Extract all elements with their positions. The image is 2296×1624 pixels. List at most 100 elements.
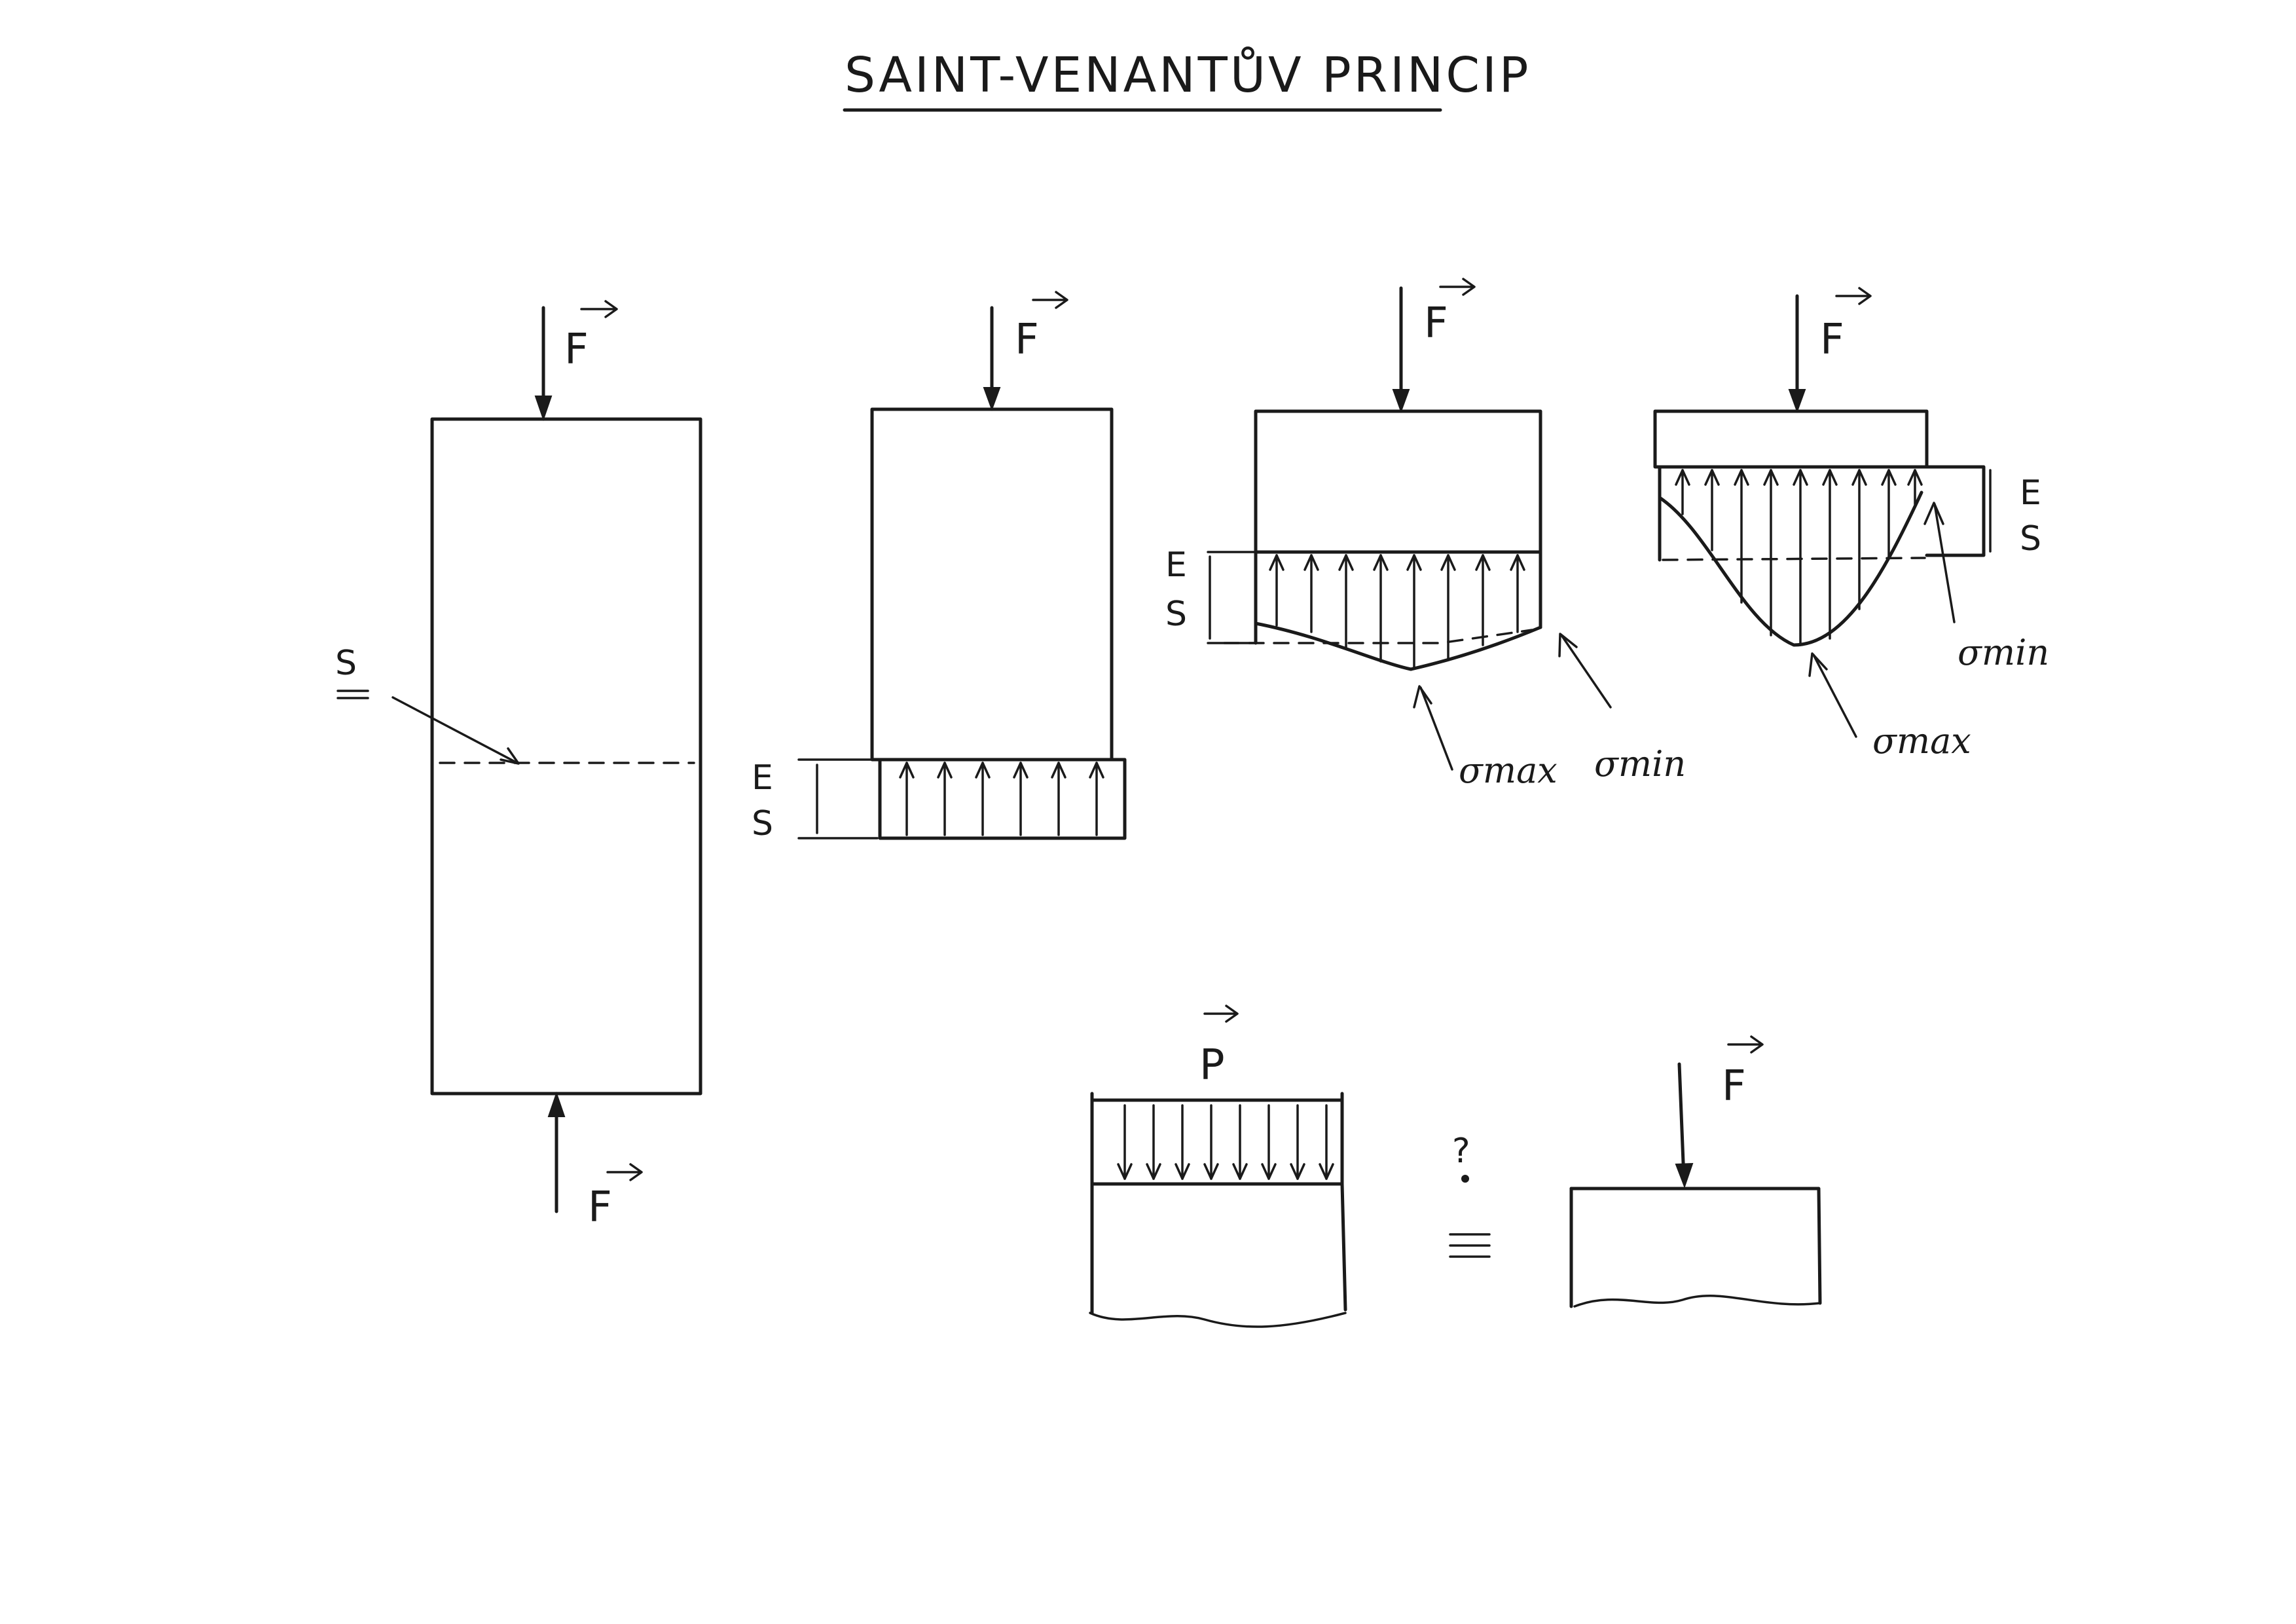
es-label-top: E: [1165, 545, 1187, 585]
section-leader: [392, 696, 519, 764]
stress-curve-gradient: [1254, 621, 1542, 671]
section-label-underline: [337, 690, 369, 699]
question-dot: [1461, 1175, 1469, 1183]
stress-arrow-head: [1051, 762, 1066, 779]
sigma-max-leader-head: [1413, 685, 1432, 709]
sigma-max-leader: [1812, 654, 1857, 738]
es-ticks: [797, 758, 879, 840]
pressure-arrow-head: [1203, 1163, 1219, 1180]
force-label: F: [1722, 1062, 1746, 1111]
force-arrow-icon: [1392, 389, 1410, 413]
upper-part-outline: [870, 407, 1114, 762]
figure-pressure: P: [1089, 1005, 1347, 1328]
stress-arrow-head: [937, 762, 953, 779]
pressure-block-outline: [1090, 1092, 1344, 1186]
es-label-top: E: [2020, 473, 2041, 513]
stress-arrow-head: [1907, 469, 1923, 486]
force-arrow-icon: [1677, 1062, 1686, 1181]
short-part-outline: [1254, 409, 1542, 554]
title-group: SAINT-VENANTŮV PRINCIP: [843, 46, 1531, 112]
pressure-arrow-head: [1290, 1163, 1305, 1180]
vector-arrow-icon: [1439, 278, 1476, 296]
stress-arrows-gradient: [1269, 554, 1525, 669]
stress-arrow-head: [1881, 469, 1897, 486]
figure-stress-peak: E S F σmax σmin: [1653, 287, 2049, 762]
force-label-top: F: [564, 325, 589, 374]
es-label-top: E: [752, 758, 773, 798]
vector-arrow-icon: [606, 1163, 643, 1181]
stress-arrow-head: [899, 762, 915, 779]
pressure-arrow-head: [1117, 1163, 1133, 1180]
stress-arrow-head: [1763, 469, 1779, 486]
force-arrow-icon: [983, 387, 1001, 411]
es-label-bottom: S: [2020, 519, 2041, 559]
pressure-body-outline: [1090, 1182, 1347, 1312]
sigma-min-leader: [1560, 634, 1612, 709]
stress-arrow-head: [1338, 554, 1354, 571]
force-arrow-icon: [547, 1091, 566, 1117]
equivalence-group: ?: [1449, 1132, 1491, 1258]
equivalence-sign: [1449, 1233, 1491, 1258]
break-line: [1573, 1295, 1821, 1308]
figure-tall-bar: F F S: [335, 300, 702, 1232]
pressure-label: P: [1199, 1041, 1225, 1090]
es-ticks: [1207, 551, 1257, 644]
sigma-max-leader: [1419, 686, 1453, 771]
pressure-arrows: [1117, 1104, 1334, 1180]
figure-uniform-stress: E S F: [752, 291, 1127, 843]
stress-arrow-head: [1793, 469, 1808, 486]
sigma-min-leader-head: [1558, 633, 1578, 657]
pressure-arrow-head: [1261, 1163, 1277, 1180]
stress-arrow-head: [1440, 554, 1456, 571]
stress-block-uniform: [878, 758, 1127, 840]
stress-arrows-uniform: [899, 762, 1104, 836]
figure-concentrated: F: [1569, 1035, 1822, 1308]
sigma-max-label: σmax: [1872, 720, 1971, 762]
question-mark: ?: [1452, 1132, 1470, 1171]
stress-arrows-peak: [1675, 469, 1923, 646]
vector-arrow-icon: [580, 300, 618, 318]
force-arrow-icon: [534, 396, 553, 422]
concentrated-body-outline: [1569, 1187, 1822, 1305]
page-title: SAINT-VENANTŮV PRINCIP: [845, 46, 1531, 103]
sigma-min-leader-head: [1923, 502, 1944, 525]
stress-arrow-head: [1851, 469, 1867, 486]
stress-block-sides: [1658, 465, 1986, 562]
section-label: S: [335, 644, 357, 683]
sigma-min-label: σmin: [1958, 632, 2049, 673]
stress-curve-peak: [1658, 490, 1923, 647]
vector-arrow-icon: [1032, 291, 1068, 309]
stress-arrow-head: [1510, 554, 1525, 571]
stress-arrow-head: [1822, 469, 1838, 486]
section-leader-head: [500, 747, 520, 765]
stress-arrow-head: [1704, 469, 1720, 486]
stress-block-sides: [1254, 550, 1542, 645]
force-label: F: [1820, 316, 1844, 364]
stress-arrow-head: [1373, 554, 1389, 571]
pressure-arrow-head: [1146, 1163, 1161, 1180]
sigma-min-label: σmin: [1594, 743, 1686, 784]
figure-stress-gradient: E S F σmax σmin: [1165, 278, 1686, 791]
sigma-min-leader: [1933, 503, 1956, 623]
stress-arrow-head: [1406, 554, 1422, 571]
thin-part-outline: [1653, 409, 1929, 469]
force-label-bottom: F: [588, 1183, 612, 1232]
stress-arrow-head: [1675, 469, 1690, 486]
vector-arrow-icon: [1835, 287, 1872, 305]
force-arrow-icon: [1788, 389, 1806, 413]
pressure-arrow-head: [1175, 1163, 1190, 1180]
sigma-max-label: σmax: [1459, 750, 1558, 791]
pressure-arrow-head: [1232, 1163, 1248, 1180]
force-label: F: [1424, 299, 1448, 348]
stress-arrow-head: [1013, 762, 1029, 779]
vector-arrow-icon: [1203, 1005, 1239, 1023]
stress-baseline: [1662, 557, 1926, 561]
force-label: F: [1015, 316, 1039, 364]
tall-bar-outline: [430, 417, 702, 1096]
stress-arrow-head: [1475, 554, 1491, 571]
es-label-bottom: S: [752, 804, 773, 843]
stress-arrow-head: [1089, 762, 1104, 779]
pressure-arrow-head: [1319, 1163, 1334, 1180]
break-line: [1089, 1312, 1347, 1328]
